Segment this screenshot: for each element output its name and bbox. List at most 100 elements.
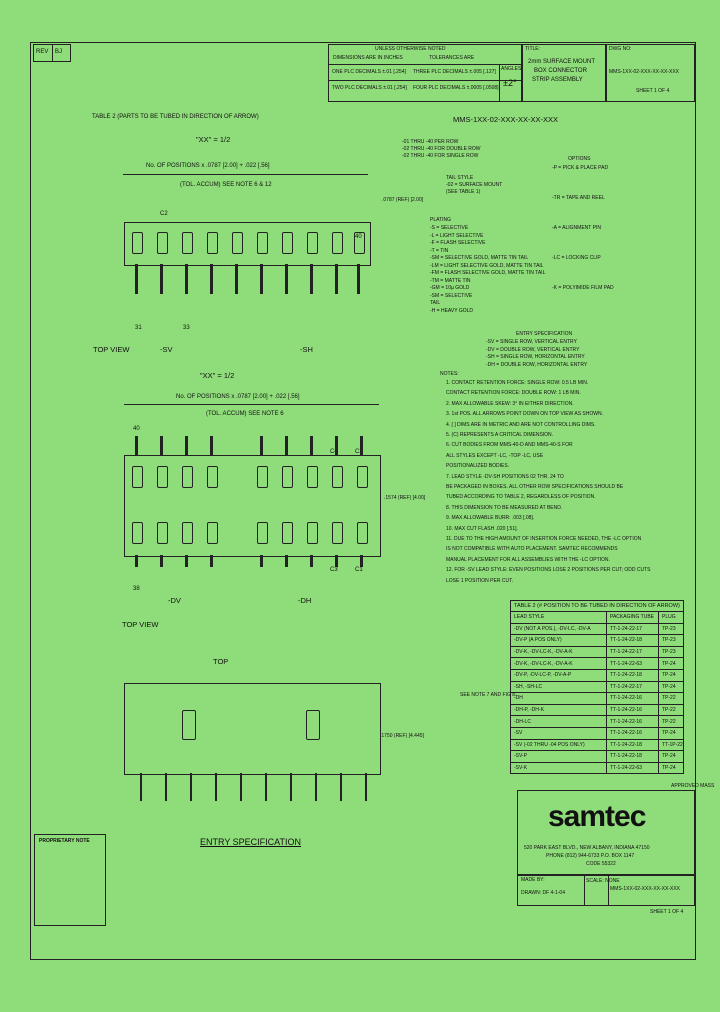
pn-plating-item: -H = HEAVY GOLD — [430, 307, 474, 314]
contact-pin — [160, 436, 163, 455]
pn-plating-item: -GM = 10µ GOLD — [430, 285, 470, 291]
note-line: CONTACT RETENTION FORCE: DOUBLE ROW: 1 L… — [446, 390, 581, 397]
contact-pin — [185, 436, 188, 455]
entry-spec-title: ENTRY SPECIFICATION — [200, 837, 302, 847]
side-lead — [140, 773, 142, 801]
tol-four: FOUR PLC DECIMALS ±.0005 [.0508] — [413, 85, 499, 91]
contact-slot — [357, 466, 368, 488]
revision-box: REV BJ — [33, 44, 71, 62]
top-xx-label: "XX" = 1/2 — [196, 135, 231, 144]
contact-pin — [360, 436, 363, 455]
note-line: 2. MAX ALLOWABLE SKEW: 3° IN EITHER DIRE… — [446, 400, 574, 407]
pn-plating-item: -L = LIGHT SELECTIVE — [430, 232, 484, 239]
top-31: 31 — [135, 325, 142, 331]
note-line: 4. [ ] DIMS ARE IN METRIC AND ARE NOT CO… — [446, 421, 596, 428]
pack-table-title: TABLE 2 (# POSITION TO BE TUBED IN DIREC… — [511, 601, 683, 612]
table-cell: TP-23 — [662, 649, 676, 656]
contact-slot — [332, 522, 343, 544]
mid-c3: C3 — [330, 567, 338, 573]
tol-two: TWO PLC DECIMALS ±.01 [.254] — [332, 85, 407, 91]
table-cell: -DH-P, -DH-K — [511, 704, 607, 716]
pn-entry-title: ENTRY SPECIFICATION — [516, 331, 573, 337]
title-block: TITLE: 2mm SURFACE MOUNT BOX CONNECTOR S… — [521, 44, 607, 102]
contact-pin — [285, 555, 288, 567]
contact-pin — [285, 436, 288, 455]
contact-slot — [307, 466, 318, 488]
side-lead — [190, 773, 192, 801]
contact-pin — [310, 264, 313, 294]
pn-option-item: -K = POLYIMIDE FILM PAD — [552, 285, 614, 291]
tolerance-block: UNLESS OTHERWISE NOTED DIMENSIONS ARE IN… — [328, 44, 523, 102]
contact-pin — [335, 264, 338, 294]
company-addr2: PHONE (812) 944-6733 P.O. BOX 1147 — [546, 853, 635, 859]
pn-option-item: -A = ALIGNMENT PIN — [552, 225, 601, 231]
table-cell: TP-22 — [662, 718, 676, 725]
contact-slot — [132, 522, 143, 544]
scale-label: SCALE: NONE — [586, 878, 620, 884]
mid-tol: (TOL. ACCUM) SEE NOTE 6 — [206, 411, 284, 417]
part-number: MMS-1XX-02-XXX-XX-XX-XXX — [453, 115, 559, 124]
bottom-top-label: TOP — [213, 657, 229, 666]
title-line-3: STRIP ASSEMBLY — [532, 77, 583, 83]
note-line: POSITIONALIZED BODIES. — [446, 463, 510, 470]
table-cell: -SH, -SH-LC — [511, 681, 607, 693]
contact-pin — [235, 264, 238, 294]
note-line: LOSE 1 POSITION PER CUT. — [446, 577, 513, 584]
mid-dh-label: -DH — [298, 596, 312, 605]
contact-slot — [357, 522, 368, 544]
see-note: SEE NOTE 7 AND FIG 8. — [460, 692, 517, 698]
contact-slot — [307, 522, 318, 544]
table-cell: TP-24 — [662, 753, 676, 760]
table-cell: -DV-K, -DV-LC-K, -DV-A-K — [511, 658, 607, 669]
contact-slot — [307, 232, 318, 254]
pack-col-tube: PACKAGING TUBE — [607, 612, 659, 623]
made-by-label: MADE BY: — [521, 877, 545, 883]
pn-option-item: -P = PICK & PLACE PAD — [552, 165, 609, 171]
pn-tail-label: -02 = SURFACE MOUNT — [446, 182, 503, 188]
contact-slot — [282, 232, 293, 254]
contact-slot — [207, 522, 218, 544]
note-line: TUBED ACCORDING TO TABLE 2, REGARDLESS O… — [446, 494, 596, 501]
table-cell: TT-1-24-22-63 — [607, 658, 659, 669]
pn-plating-item: -FM = FLASH SELECTIVE GOLD, MATTE TIN TA… — [430, 270, 546, 276]
company-addr1: 520 PARK EAST BLVD., NEW ALBANY, INDIANA… — [524, 845, 650, 851]
contact-pin — [335, 555, 338, 567]
contact-pin — [260, 264, 263, 294]
pn-row-label: -02 THRU -40 FOR SINGLE ROW — [402, 153, 479, 159]
contact-pin — [310, 555, 313, 567]
footer-dwg: MMS-1XX-02-XXX-XX-XX-XXX — [610, 886, 681, 892]
contact-pin — [210, 436, 213, 455]
note-line: BE PACKAGED IN BOXES. ALL OTHER ROW SPEC… — [446, 484, 624, 490]
mid-c4: C4 — [330, 449, 338, 455]
footer-block: MADE BY: DRAWN: DF 4-1-04 SCALE: NONE MM… — [517, 874, 695, 906]
side-lead — [315, 773, 317, 801]
side-lead — [340, 773, 342, 801]
tol-three: THREE PLC DECIMALS ±.005 [.127] — [413, 69, 496, 75]
contact-pin — [360, 555, 363, 567]
pn-plating-item: -SM = SELECTIVE — [430, 292, 473, 299]
top-tol: (TOL. ACCUM) SEE NOTE 6 & 12 — [180, 182, 272, 188]
connector-side — [124, 683, 381, 775]
mid-c1: C1 — [355, 567, 363, 573]
pn-entry-item: -SH = SINGLE ROW, HORIZONTAL ENTRY — [486, 354, 585, 360]
contact-slot — [207, 466, 218, 488]
contact-slot — [232, 232, 243, 254]
dwg-sheet: SHEET 1 OF 4 — [636, 88, 670, 94]
contact-pin — [285, 264, 288, 294]
top-pitch: .0787 (REF) [2.00] — [382, 197, 424, 203]
note-line: 10. MAX CUT FLASH .020 [.51]. — [446, 525, 518, 532]
rev-label: REV — [36, 49, 49, 55]
rev-value: BJ — [55, 49, 63, 55]
contact-pin — [185, 264, 188, 294]
contact-slot — [157, 522, 168, 544]
table-cell: -DV-P (A POS ONLY) — [511, 635, 607, 646]
note-line: 6. CUT BODIES FROM MMS-40-D AND MMS-40-S… — [446, 442, 573, 449]
contact-pin — [310, 436, 313, 455]
note-line: 9. MAX ALLOWABLE BURR: .003 [.08]. — [446, 515, 535, 522]
